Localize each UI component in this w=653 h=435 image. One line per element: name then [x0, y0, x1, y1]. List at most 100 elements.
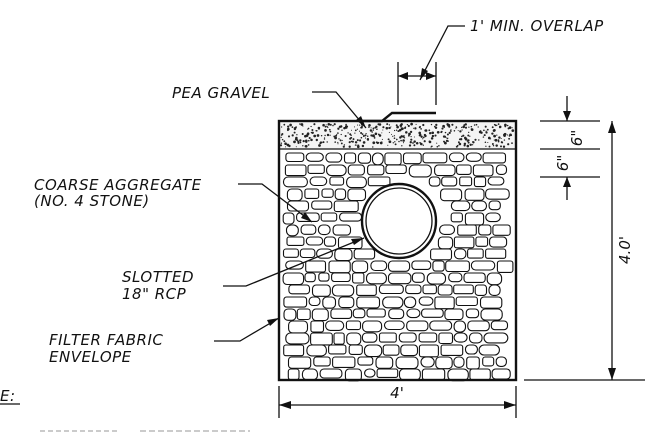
- gravel-dot: [508, 137, 511, 140]
- gravel-dot: [413, 136, 415, 138]
- gravel-dot: [295, 126, 297, 128]
- aggregate-stone: [453, 236, 475, 249]
- gravel-dot: [302, 145, 304, 147]
- gravel-dot: [445, 139, 449, 143]
- gravel-dot: [361, 144, 365, 148]
- coarse-aggregate-fill: [282, 152, 514, 382]
- gravel-dot: [350, 136, 353, 139]
- coarse-aggregate-label-2: (NO. 4 STONE): [34, 192, 150, 210]
- pea-gravel-label: PEA GRAVEL: [172, 84, 270, 102]
- gravel-dot: [387, 144, 389, 146]
- note-fragment: E:: [0, 387, 20, 405]
- gravel-dot: [299, 123, 301, 125]
- gravel-dot: [372, 134, 375, 138]
- gravel-dot: [419, 141, 421, 144]
- gravel-dot: [364, 137, 367, 139]
- gravel-dot: [463, 142, 467, 146]
- gravel-dot: [322, 141, 325, 144]
- gravel-dot: [378, 123, 382, 126]
- gravel-dot: [281, 138, 284, 141]
- gravel-dot: [413, 144, 416, 147]
- gravel-dot: [409, 141, 412, 144]
- gravel-dot: [376, 128, 378, 130]
- gravel-dot: [357, 124, 359, 126]
- aggregate-stone: [411, 272, 425, 283]
- aggregate-stone: [376, 368, 399, 378]
- gravel-dot: [365, 132, 367, 135]
- gravel-dot: [327, 126, 329, 129]
- aggregate-stone: [418, 332, 438, 343]
- aggregate-stone: [319, 368, 343, 379]
- aggregate-stone: [470, 260, 496, 271]
- aggregate-stone: [329, 176, 345, 186]
- aggregate-stone: [474, 284, 488, 296]
- gravel-dot: [502, 145, 506, 148]
- gravel-dot: [370, 134, 373, 137]
- aggregate-stone: [364, 368, 376, 378]
- gravel-dot: [422, 136, 425, 139]
- gravel-dot: [497, 123, 500, 125]
- gravel-dot: [443, 135, 447, 138]
- slotted-pipe-inner: [365, 187, 433, 255]
- aggregate-stone: [356, 296, 381, 309]
- gravel-dot: [356, 128, 359, 130]
- gravel-dot: [287, 135, 291, 138]
- gravel-dot: [493, 139, 495, 141]
- aggregate-stone: [472, 164, 494, 177]
- aggregate-stone: [483, 332, 509, 344]
- gravel-dot: [308, 136, 311, 140]
- gravel-dot: [401, 145, 403, 147]
- gravel-dot: [293, 127, 297, 131]
- gravel-dot: [492, 129, 496, 132]
- aggregate-stone: [411, 260, 432, 270]
- aggregate-stone: [282, 176, 308, 188]
- aggregate-stone: [332, 356, 356, 368]
- gravel-dot: [369, 129, 373, 132]
- gravel-dot: [302, 125, 304, 127]
- aggregate-stone: [465, 152, 482, 162]
- aggregate-stone: [286, 188, 303, 202]
- gravel-dot: [409, 130, 413, 134]
- gravel-dot: [318, 127, 320, 130]
- aggregate-stone: [288, 320, 309, 334]
- gravel-dot: [382, 126, 385, 129]
- gravel-dot: [494, 138, 498, 142]
- gravel-dot: [413, 127, 415, 129]
- gravel-dot: [408, 132, 411, 136]
- gravel-dot: [280, 136, 282, 139]
- gravel-dot: [493, 134, 496, 138]
- gravel-dot: [511, 142, 513, 144]
- gravel-dot: [443, 141, 446, 143]
- gravel-dot: [430, 137, 434, 140]
- aggregate-stone: [488, 284, 501, 296]
- gravel-dot: [345, 123, 347, 126]
- aggregate-stone: [321, 188, 334, 198]
- gravel-dot: [381, 132, 383, 134]
- gravel-dot: [484, 141, 487, 144]
- gravel-dot: [308, 139, 310, 142]
- gravel-dot: [366, 137, 370, 141]
- aggregate-stone: [311, 284, 331, 297]
- gravel-dot: [279, 144, 283, 147]
- gravel-dot: [336, 133, 338, 135]
- gravel-dot: [293, 131, 296, 134]
- gravel-dot: [329, 130, 332, 133]
- gravel-dot: [395, 124, 398, 127]
- gravel-dot: [327, 123, 331, 126]
- gravel-dot: [499, 127, 501, 129]
- aggregate-stone: [378, 332, 397, 343]
- aggregate-stone: [330, 308, 353, 319]
- gravel-dot: [467, 134, 470, 137]
- gravel-dot: [287, 129, 289, 132]
- aggregate-stone: [286, 236, 305, 246]
- aggregate-stone: [479, 296, 503, 309]
- gravel-dot: [473, 124, 476, 126]
- aggregate-stone: [435, 356, 453, 370]
- gravel-dot: [284, 142, 287, 146]
- gravel-dot: [507, 143, 510, 146]
- slotted-label-2: 18" RCP: [122, 285, 187, 303]
- aggregate-stone: [466, 356, 480, 370]
- gravel-dot: [390, 126, 392, 128]
- note-label: E:: [0, 387, 16, 405]
- gravel-dot: [436, 145, 439, 148]
